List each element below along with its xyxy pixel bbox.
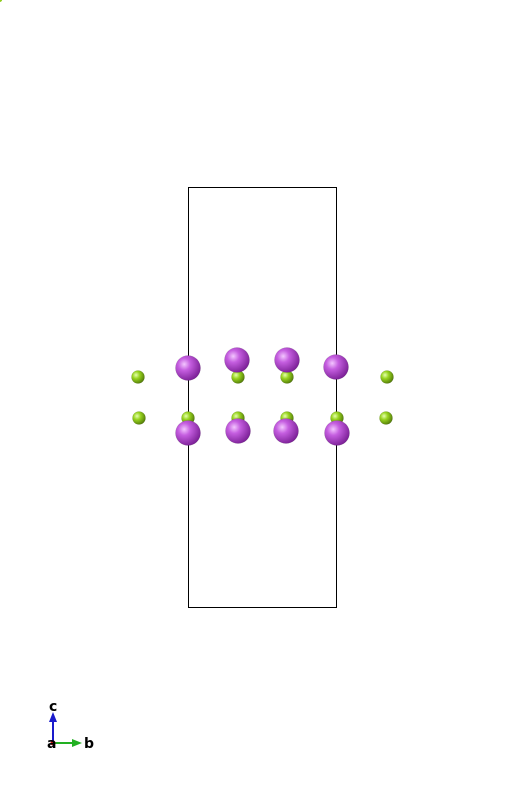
c-axis-label: c	[49, 699, 57, 715]
axis-triad: c b a	[47, 699, 94, 752]
large-atom[interactable]	[175, 420, 201, 446]
small-atom[interactable]	[380, 370, 394, 384]
small-atom[interactable]	[131, 370, 145, 384]
large-atom[interactable]	[175, 355, 201, 381]
b-axis-arrow-head	[72, 739, 82, 747]
atom-group	[131, 347, 394, 446]
small-atom[interactable]	[132, 411, 146, 425]
large-atom[interactable]	[225, 418, 251, 444]
a-axis-dot	[50, 740, 56, 746]
large-atom[interactable]	[273, 418, 299, 444]
large-atom[interactable]	[324, 420, 350, 446]
a-axis-label: a	[47, 736, 56, 752]
large-atom[interactable]	[224, 347, 250, 373]
small-atom[interactable]	[379, 411, 393, 425]
unit-cell-outline	[188, 187, 337, 608]
large-atom[interactable]	[323, 354, 349, 380]
b-axis-label: b	[84, 736, 94, 752]
c-axis-arrow-head	[49, 712, 57, 722]
large-atom[interactable]	[274, 347, 300, 373]
